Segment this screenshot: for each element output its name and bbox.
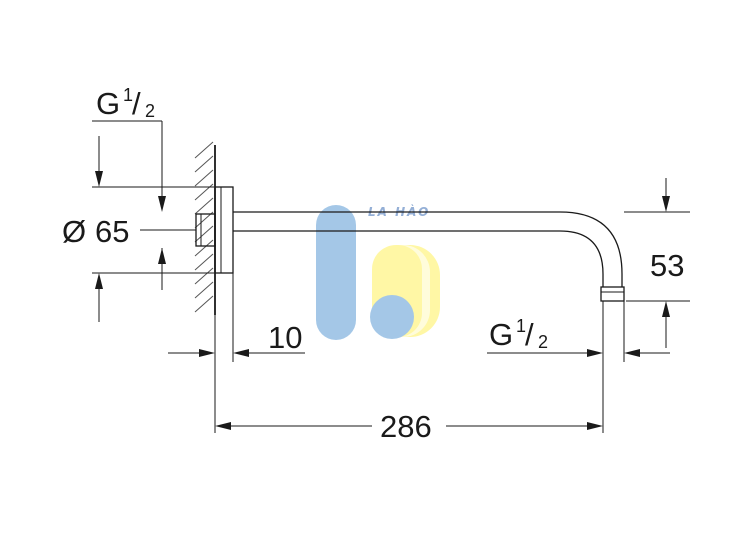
- flange-diameter-symbol: Ø: [62, 214, 86, 249]
- wall-hatching: [194, 141, 214, 313]
- shower-arm-pipe: [233, 211, 625, 302]
- dim-wall-offset: 10: [168, 273, 305, 362]
- dim-arm-length: 286: [214, 301, 604, 444]
- wall: [194, 141, 216, 315]
- thread-top-denominator: 2: [145, 101, 155, 121]
- pipe-outer-edge: [233, 211, 623, 287]
- flange-diameter-value: 65: [95, 214, 129, 249]
- pipe-end-nut: [600, 286, 625, 302]
- thread-end-letter: G: [489, 317, 513, 352]
- thread-top-numerator: 1: [123, 85, 133, 105]
- arm-length-value: 286: [380, 409, 432, 444]
- drop-height-value: 53: [650, 248, 684, 283]
- watermark-logo: LA HÀO: [316, 204, 440, 340]
- wall-offset-value: 10: [268, 320, 302, 355]
- dim-thread-top: G 1 / 2: [92, 85, 166, 290]
- flange-body: [214, 186, 234, 274]
- pipe-inner-edge: [233, 230, 604, 287]
- thread-end-denominator: 2: [538, 332, 548, 352]
- dim-flange-diameter: Ø 65: [62, 136, 214, 322]
- logo-blue-circle: [370, 295, 414, 339]
- thread-top-slash: /: [132, 86, 141, 121]
- thread-top-letter: G: [96, 86, 120, 121]
- wall-flange: [195, 186, 234, 274]
- dim-drop-height: 53: [624, 178, 690, 348]
- dim-thread-end: G 1 / 2: [487, 301, 670, 362]
- logo-blue-bar: [316, 205, 356, 340]
- thread-end-slash: /: [525, 317, 534, 352]
- thread-end-numerator: 1: [516, 316, 526, 336]
